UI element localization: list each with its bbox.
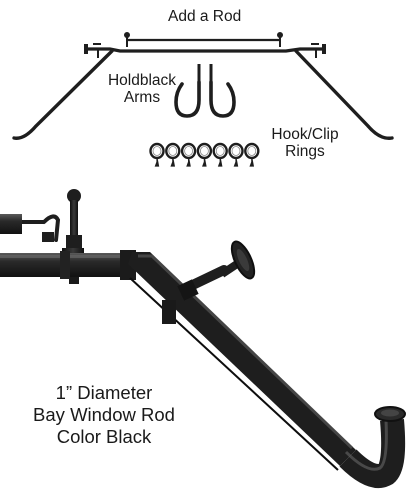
holdback-arms-label-line-2: Arms	[123, 89, 161, 107]
holdback-arms	[174, 64, 236, 118]
holdback-arm-right	[209, 64, 236, 118]
hook-clip-ring	[212, 142, 228, 167]
hook-clip-ring	[180, 142, 197, 167]
closeup-diagonal-bracket	[162, 240, 256, 324]
description-color: Color Black	[56, 425, 152, 447]
hook-clip-rings	[149, 142, 260, 167]
hook-clip-ring	[196, 142, 213, 167]
holdback-arms-label: Holdblack Arms	[100, 72, 184, 107]
hook-clip-ring	[149, 142, 165, 167]
hook-clip-ring	[165, 142, 181, 167]
description-diameter: 1” Diameter	[55, 382, 153, 403]
holdback-arm-left	[174, 64, 201, 118]
hook-clip-ring	[228, 142, 244, 167]
hook-clip-rings-label-line-2: Rings	[285, 143, 325, 161]
hook-clip-rings-label: Hook/Clip Rings	[258, 126, 352, 161]
holdback-arms-label-line-1: Holdblack	[107, 72, 177, 89]
add-a-rod-label: Add a Rod	[168, 8, 242, 25]
closeup-left-bracket	[0, 214, 61, 242]
overview-rod-set	[12, 32, 394, 140]
hook-clip-rings-label-line-1: Hook/Clip	[271, 126, 339, 143]
product-description: 1” Diameter Bay Window Rod Color Black	[26, 382, 182, 447]
hook-clip-ring	[244, 142, 260, 167]
description-type: Bay Window Rod	[33, 403, 175, 425]
closeup-rod	[0, 189, 406, 488]
